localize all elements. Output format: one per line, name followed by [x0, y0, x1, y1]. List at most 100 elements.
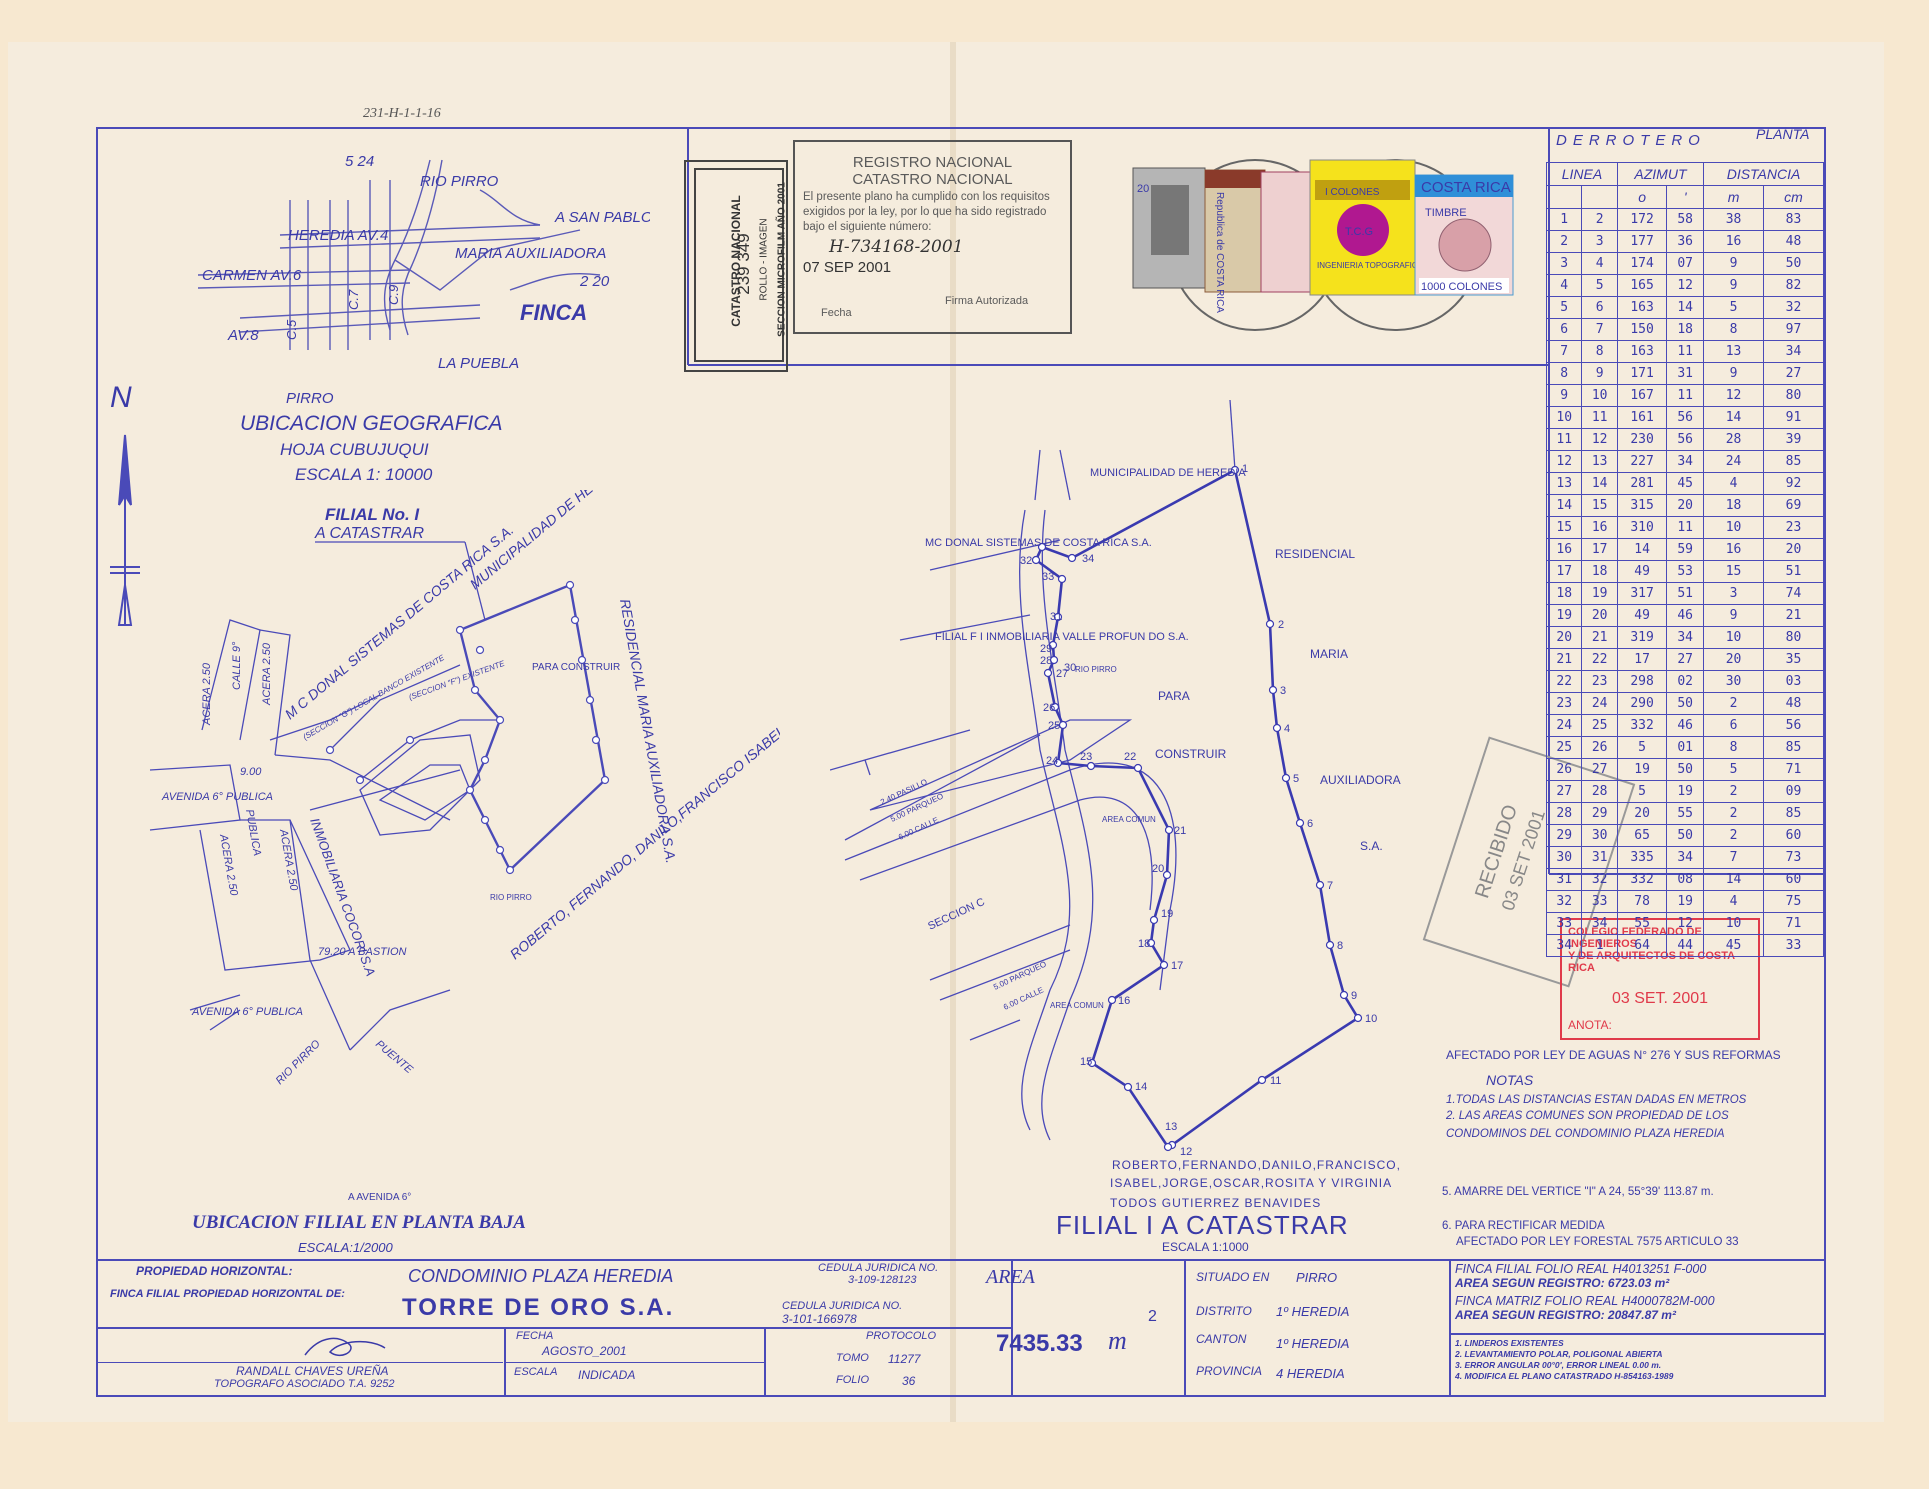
left-label-bastion: 79.20 A BASTION — [318, 946, 407, 958]
derrotero-cell: 22 — [1545, 670, 1583, 693]
derrotero-cell: 17 — [1545, 560, 1583, 583]
derrotero-cell: 12 — [1545, 450, 1583, 473]
derrotero-cell: 92 — [1762, 472, 1825, 495]
derrotero-cell: 17 — [1616, 648, 1668, 671]
derrotero-cell: 32 — [1545, 890, 1583, 913]
derrotero-cell: 2 — [1545, 230, 1583, 253]
derrotero-cell: 10 — [1703, 516, 1764, 539]
derrotero-cell: 2 — [1581, 208, 1618, 231]
derrotero-cell: 65 — [1616, 824, 1668, 847]
vertex-label: 27 — [1056, 668, 1068, 680]
derrotero-cell: 78 — [1616, 890, 1668, 913]
derrotero-cell: 56 — [1666, 406, 1705, 429]
timbre-colones-top: I COLONES — [1325, 187, 1380, 198]
map-label-av8: AV.8 — [227, 327, 259, 344]
derrotero-cell: 5 — [1703, 296, 1764, 319]
derrotero-header-linea: LINEA — [1546, 162, 1618, 186]
main-label-calle1: 6.00 CALLE — [897, 815, 940, 841]
derrotero-cell: 21 — [1545, 648, 1583, 671]
derrotero-cell: 12 — [1666, 274, 1705, 297]
filial-a-catastrar: A CATASTRAR — [314, 525, 424, 542]
derrotero-cell: 11 — [1581, 406, 1618, 429]
tb-notes: 1. LINDEROS EXISTENTES 2. LEVANTAMIENTO … — [1455, 1338, 1673, 1382]
derrotero-cell: 51 — [1762, 560, 1825, 583]
derrotero-cell: 19 — [1666, 780, 1705, 803]
timbre-label: TIMBRE — [1425, 207, 1467, 219]
tb-tomo: 11277 — [888, 1352, 921, 1366]
derrotero-cell: 167 — [1616, 384, 1668, 407]
derrotero-cell: 02 — [1666, 670, 1705, 693]
main-label-auxiliadora: AUXILIADORA — [1320, 773, 1401, 787]
signature-icon — [304, 1337, 386, 1357]
derrotero-cell: 20 — [1703, 648, 1764, 671]
derrotero-cell: 26 — [1581, 736, 1618, 759]
derrotero-cell: 34 — [1666, 626, 1705, 649]
tb-canton-label: CANTON — [1196, 1332, 1247, 1346]
derrotero-cell: 34 — [1762, 340, 1825, 363]
derrotero-cell: 14 — [1703, 406, 1764, 429]
derrotero-cell: 18 — [1545, 582, 1583, 605]
derrotero-cell: 5 — [1581, 274, 1618, 297]
vertex-label: 24 — [1046, 755, 1058, 767]
derrotero-subheader: ' — [1666, 185, 1705, 209]
vertex-label: 6 — [1307, 818, 1313, 830]
derrotero-cell: 298 — [1616, 670, 1668, 693]
vertex-label: 7 — [1327, 880, 1333, 892]
derrotero-cell: 29 — [1545, 824, 1583, 847]
derrotero-header-azimut: AZIMUT — [1616, 162, 1705, 186]
derrotero-cell: 16 — [1703, 538, 1764, 561]
derrotero-cell: 5 — [1703, 758, 1764, 781]
derrotero-cell: 34 — [1666, 846, 1705, 869]
derrotero-cell: 16 — [1545, 538, 1583, 561]
derrotero-subheader: m — [1703, 185, 1764, 209]
derrotero-subheader — [1545, 185, 1583, 209]
derrotero-cell: 11 — [1666, 340, 1705, 363]
note-6b: AFECTADO POR LEY FORESTAL 7575 ARTICULO … — [1456, 1236, 1739, 1248]
derrotero-cell: 13 — [1545, 472, 1583, 495]
left-label-rio-pirro2: RIO PIRRO — [490, 893, 532, 902]
derrotero-cell: 335 — [1616, 846, 1668, 869]
derrotero-cell: 71 — [1762, 758, 1825, 781]
vertex-label: 26 — [1043, 702, 1055, 714]
derrotero-cell: 33 — [1545, 912, 1583, 935]
left-label-puente: PUENTE — [373, 1038, 415, 1076]
derrotero-cell: 2 — [1703, 802, 1764, 825]
derrotero-cell: 85 — [1762, 736, 1825, 759]
location-map-title: UBICACION GEOGRAFICA — [240, 412, 503, 435]
map-label-a-san-pablo: A SAN PABLO — [554, 209, 650, 226]
timbre-value: 1000 COLONES — [1421, 281, 1502, 293]
colegio-anota: ANOTA: — [1568, 1018, 1612, 1032]
derrotero-cell: 58 — [1666, 208, 1705, 231]
tb-fecha-label: FECHA — [516, 1330, 554, 1342]
derrotero-cell: 85 — [1762, 450, 1825, 473]
catastro-stamp-number: 239 349 — [734, 233, 753, 295]
tb-note: 1. LINDEROS EXISTENTES — [1455, 1338, 1564, 1348]
derrotero-cell: 14 — [1581, 472, 1618, 495]
derrotero-cell: 80 — [1762, 384, 1825, 407]
catastro-stamp-microfilm: SECCION MICROFILM AÑO 2001 — [776, 182, 788, 337]
derrotero-cell: 38 — [1703, 208, 1764, 231]
tb-distrito: 1º HEREDIA — [1276, 1304, 1350, 1319]
location-map-hoja: HOJA CUBUJUQUI — [280, 440, 429, 459]
location-map-escala: ESCALA 1: 10000 — [295, 465, 433, 480]
derrotero-cell: 19 — [1545, 604, 1583, 627]
derrotero-cell: 24 — [1703, 450, 1764, 473]
derrotero-title: DERROTERO — [1556, 132, 1706, 149]
map-label-c9: C.9 — [386, 285, 401, 305]
vertex-label: 33 — [1042, 571, 1054, 583]
tb-area-label: AREA — [986, 1266, 1035, 1288]
derrotero-cell: 10 — [1703, 626, 1764, 649]
derrotero-cell: 34 — [1581, 912, 1618, 935]
derrotero-cell: 34 — [1545, 934, 1583, 957]
derrotero-cell: 33 — [1762, 934, 1825, 957]
